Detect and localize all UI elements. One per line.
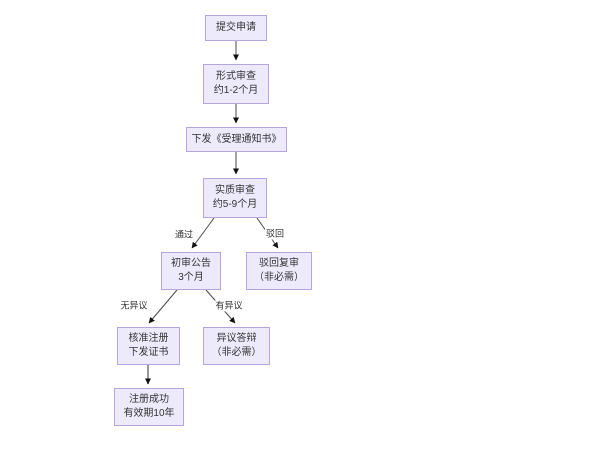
node-registration-success: 注册成功 有效期10年 — [114, 388, 184, 426]
node-sublabel: 约1-2个月 — [213, 85, 259, 96]
node-formal-examination: 形式审查 约1-2个月 — [203, 64, 269, 104]
node-label: 形式审查 — [216, 71, 256, 82]
node-label: 驳回复审 — [259, 258, 299, 269]
node-label: 提交申请 — [216, 22, 256, 33]
connector-substantive-to-preliminary — [191, 217, 215, 249]
node-label: 异议答辩 — [216, 333, 257, 344]
node-sublabel: （非必需） — [254, 272, 304, 283]
node-sublabel: 下发证书 — [128, 347, 169, 358]
node-objection-defense: 异议答辩 （非必需） — [203, 327, 270, 365]
node-label: 初审公告 — [171, 258, 211, 269]
node-sublabel: 3个月 — [178, 272, 204, 283]
edge-label-reject: 驳回 — [264, 228, 286, 240]
node-submit-application: 提交申请 — [205, 15, 267, 41]
edge-label-no-objection: 无异议 — [119, 300, 149, 312]
node-sublabel: （非必需） — [211, 347, 262, 358]
node-label: 核准注册 — [128, 333, 169, 344]
node-preliminary-publication: 初审公告 3个月 — [161, 252, 221, 290]
node-label: 实质审查 — [215, 185, 255, 196]
edge-label-objection: 有异议 — [214, 300, 244, 312]
node-substantive-examination: 实质审查 约5-9个月 — [203, 178, 267, 218]
node-sublabel: 有效期10年 — [123, 408, 175, 419]
edge-label-pass: 通过 — [173, 229, 195, 241]
node-label: 下发《受理通知书》 — [191, 133, 282, 145]
node-sublabel: 约5-9个月 — [212, 199, 258, 210]
node-label: 注册成功 — [129, 394, 169, 405]
node-acceptance-notice: 下发《受理通知书》 — [186, 127, 287, 152]
node-rejection-review: 驳回复审 （非必需） — [246, 252, 312, 290]
connector-preliminary-to-approve — [148, 289, 178, 324]
node-approve-registration: 核准注册 下发证书 — [117, 327, 180, 365]
